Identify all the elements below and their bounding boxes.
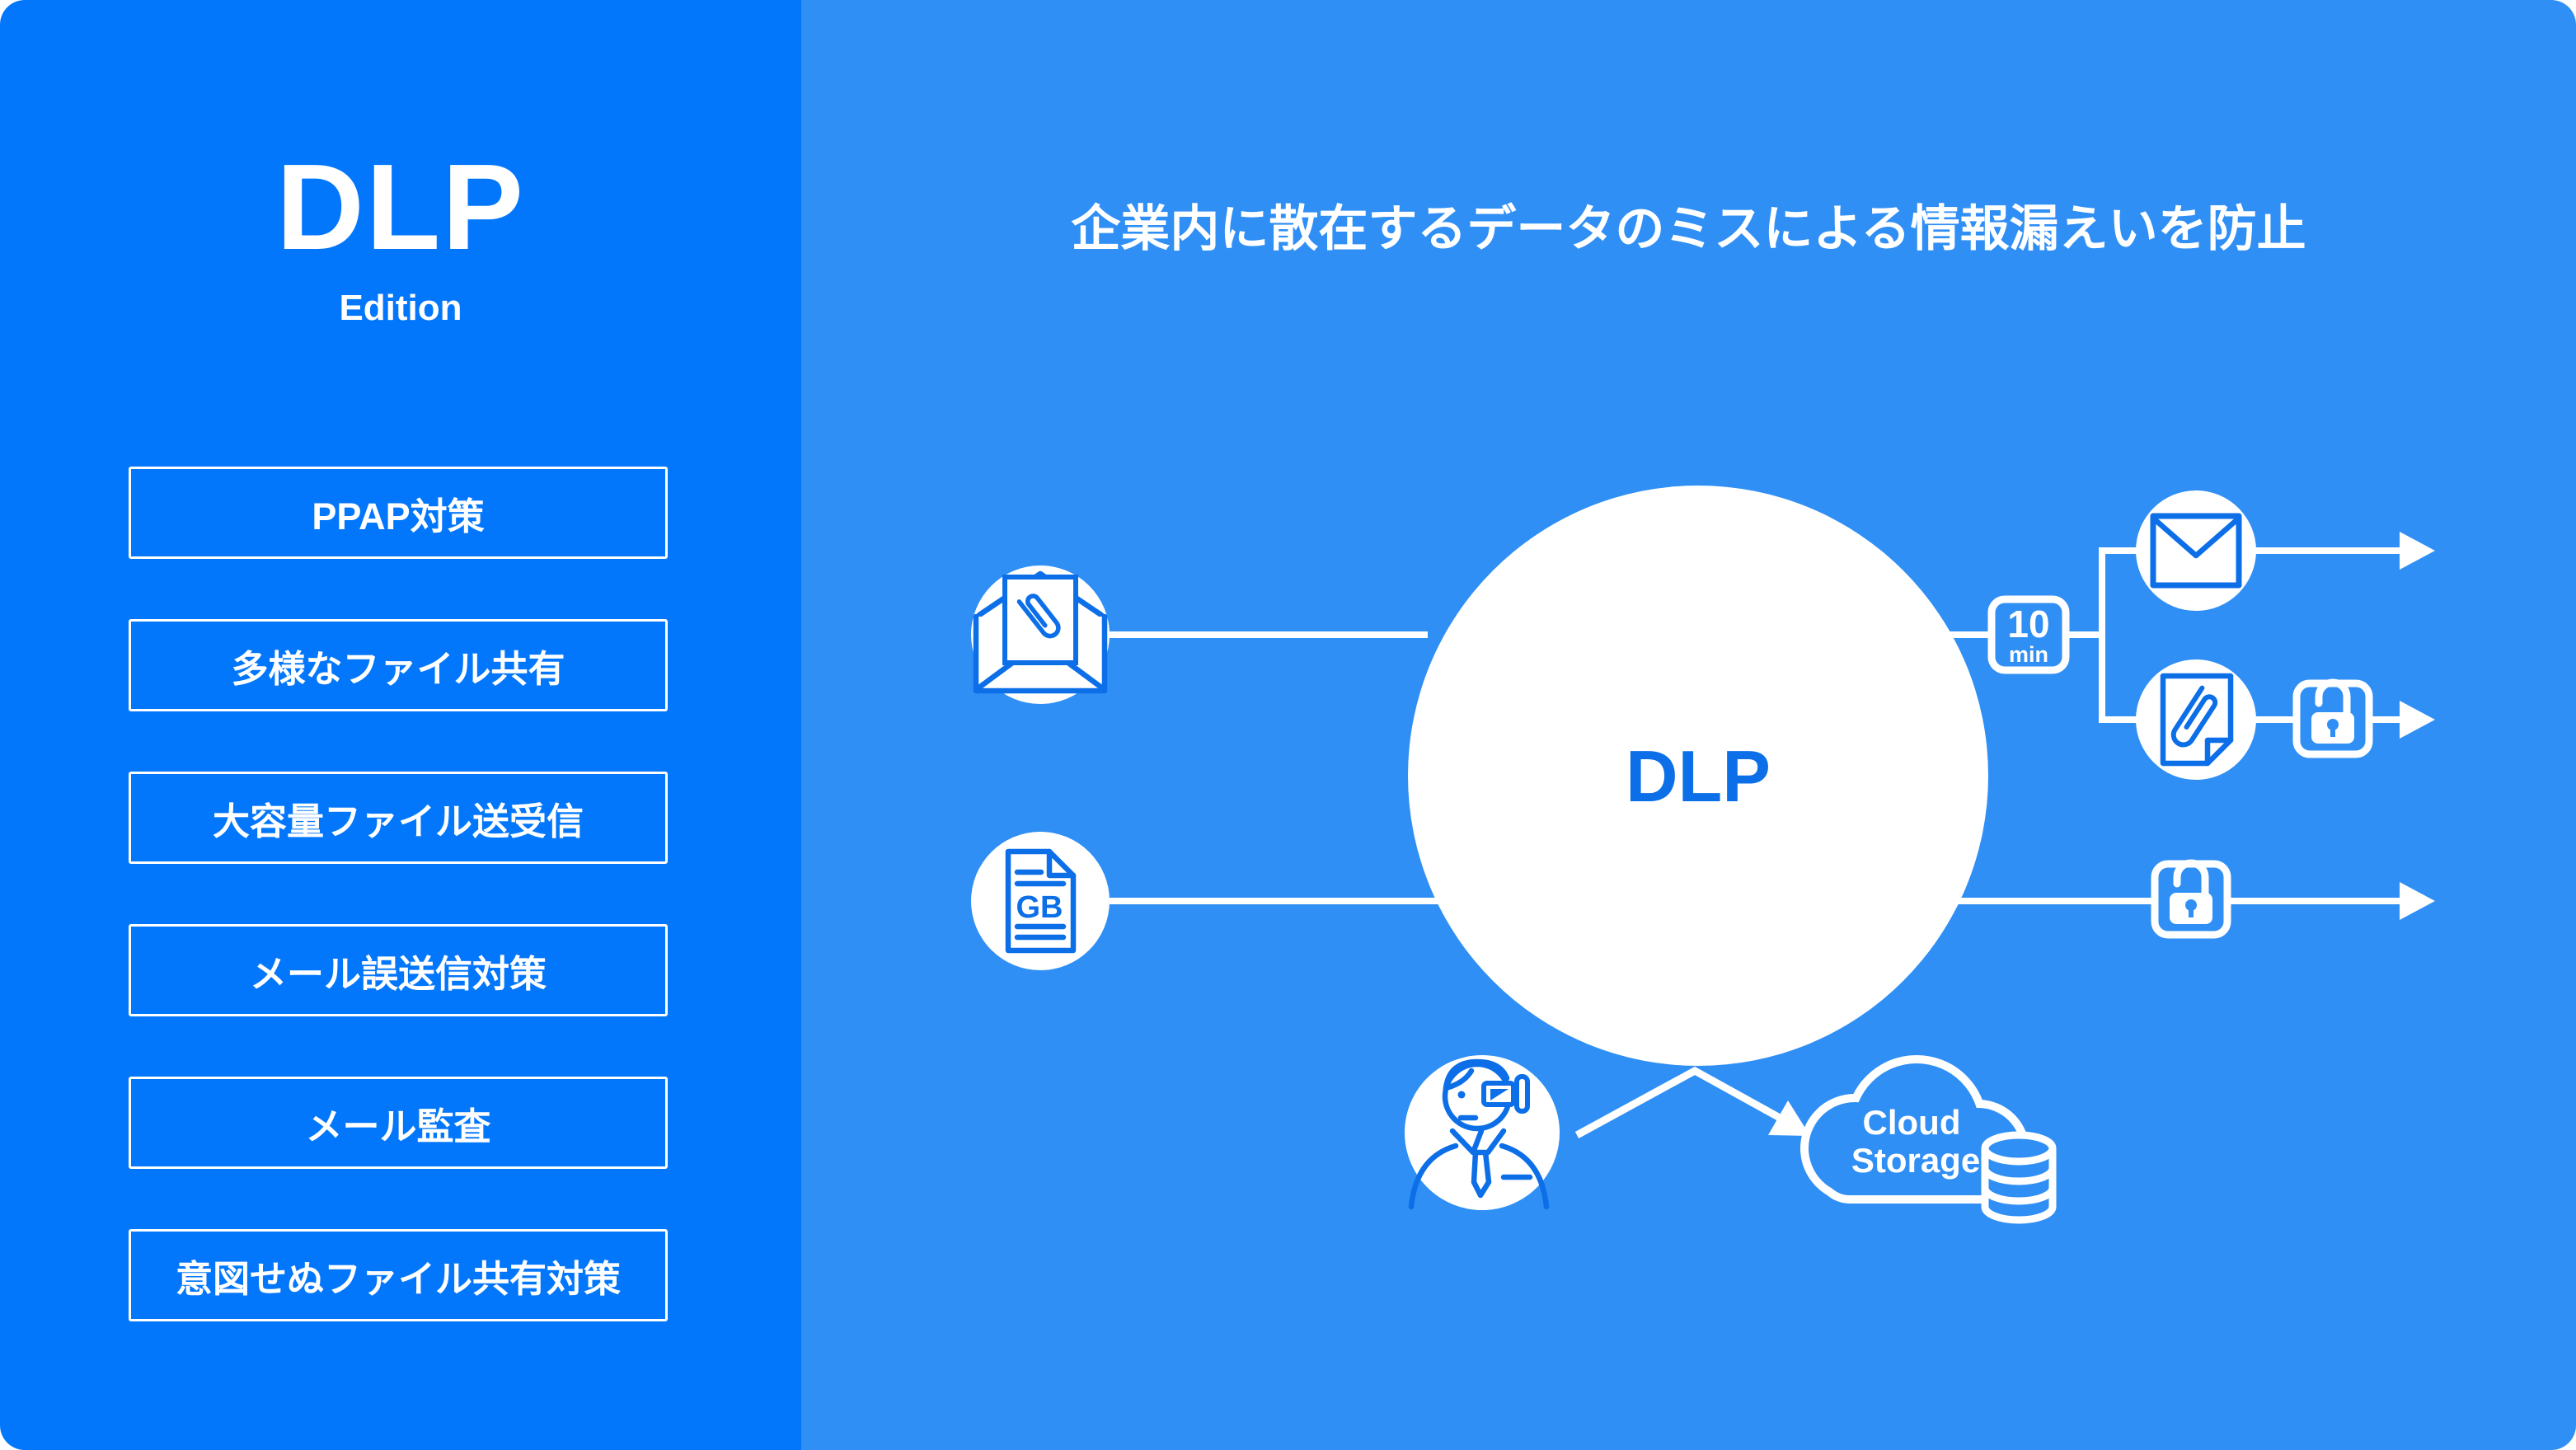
unlock-icon-bottom: [2151, 859, 2231, 939]
mail-attachment-icon: [971, 565, 1110, 704]
mail-icon: [2136, 490, 2256, 611]
diagram-panel: 企業内に散在するデータのミスによる情報漏えいを防止: [801, 0, 2576, 1450]
arrow-right-icon-bottom: [2400, 882, 2435, 920]
cloud-label-line1: Cloud: [1863, 1103, 1961, 1142]
badge-unit: min: [2009, 642, 2048, 667]
sidebar: DLP Edition PPAP対策 多様なファイル共有 大容量ファイル送受信 …: [0, 0, 801, 1450]
dlp-hub: DLP: [1408, 486, 1988, 1066]
feature-item-unintended-share: 意図せぬファイル共有対策: [129, 1229, 668, 1321]
edition-name: DLP: [276, 139, 525, 275]
feature-item-ppap: PPAP対策: [129, 467, 668, 559]
hub-to-cloud-arrow: [1574, 1066, 1810, 1138]
database-icon: [1981, 1131, 2057, 1224]
feature-list: PPAP対策 多様なファイル共有 大容量ファイル送受信 メール誤送信対策 メール…: [129, 467, 668, 1321]
feature-item-missend: メール誤送信対策: [129, 924, 668, 1016]
large-file-gb-icon: GB: [971, 832, 1110, 970]
dlp-hub-label: DLP: [1626, 735, 1771, 817]
ten-min-badge: 10 min: [1987, 595, 2070, 674]
feature-item-mail-audit: メール監査: [129, 1077, 668, 1169]
cloud-label-line2: Storage: [1851, 1141, 1980, 1180]
attachment-file-icon: [2136, 659, 2256, 780]
admin-monitor-icon: [1405, 1055, 1560, 1210]
badge-value: 10: [2007, 603, 2049, 645]
feature-item-file-sharing: 多様なファイル共有: [129, 619, 668, 711]
arrow-right-icon-top: [2400, 532, 2435, 570]
arrow-right-icon-middle: [2400, 701, 2435, 739]
feature-item-large-file: 大容量ファイル送受信: [129, 772, 668, 864]
file-size-label: GB: [1016, 890, 1063, 925]
dlp-flow-diagram: DLP GB: [971, 486, 2435, 1224]
diagram-title: 企業内に散在するデータのミスによる情報漏えいを防止: [1071, 201, 2306, 256]
connector-lines: [1110, 547, 2407, 904]
unlock-icon-top: [2292, 678, 2373, 758]
edition-subtitle: Edition: [339, 288, 462, 328]
